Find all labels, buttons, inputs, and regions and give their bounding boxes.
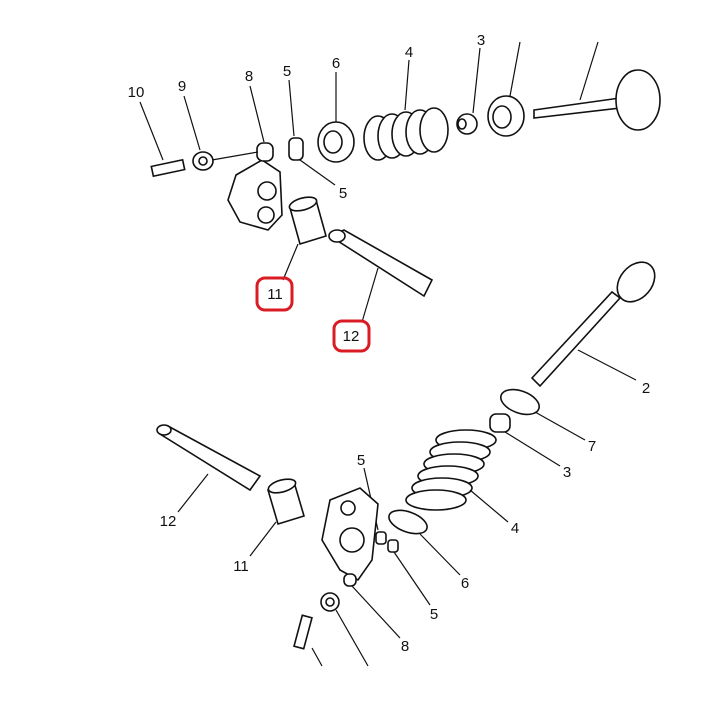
locknut-lower [320,592,369,667]
label-3: 3 [477,32,485,49]
label-6: 6 [332,55,340,72]
label-5: 5 [283,63,291,80]
label-6: 6 [461,575,469,592]
upper-assembly: 10 9 8 5 6 4 3 5 11 12 [128,32,661,353]
label-9: 9 [178,78,186,95]
lower-assembly: 2 7 3 4 12 11 5 6 5 8 [156,261,656,667]
valve-spring-upper [363,59,449,161]
label-5: 5 [430,606,438,623]
label-4: 4 [405,44,413,61]
spring-retainer-lower [388,509,461,576]
rocker-shaft-lower [156,424,262,513]
highlight-circle-12 [332,319,371,353]
spring-seat-upper [487,41,525,137]
rocker-collar-lower [249,478,305,557]
label-5: 5 [357,452,365,469]
label-2: 2 [642,380,650,397]
label-12: 12 [343,328,360,345]
valve-cotter-upper [288,79,336,186]
spring-seat-lower [500,388,586,441]
highlight-circle-11 [255,276,294,312]
rocker-collar [282,196,327,281]
valve-lower [530,261,656,388]
spring-retainer-upper [317,72,355,163]
label-3: 3 [563,464,571,481]
adjusting-screw-lower [293,614,323,667]
valve-stem-seal-lower [489,413,561,467]
valve-cotter-lower [363,467,431,606]
rocker-arm-upper [211,85,283,231]
label-11: 11 [233,558,249,575]
valve-stem-seal-upper [456,47,481,135]
label-12: 12 [160,513,177,530]
valve-spring-lower [405,429,509,523]
locknut [183,95,214,171]
label-11: 11 [267,286,283,303]
rocker-shaft-upper [328,229,434,323]
label-8: 8 [401,638,409,655]
adjusting-screw [139,101,186,178]
label-5: 5 [339,185,347,202]
label-8: 8 [245,68,253,85]
label-10: 10 [128,84,145,101]
label-7: 7 [588,438,596,455]
label-4: 4 [511,520,519,537]
rocker-arm-lower [321,487,401,639]
valve-upper [533,41,661,131]
